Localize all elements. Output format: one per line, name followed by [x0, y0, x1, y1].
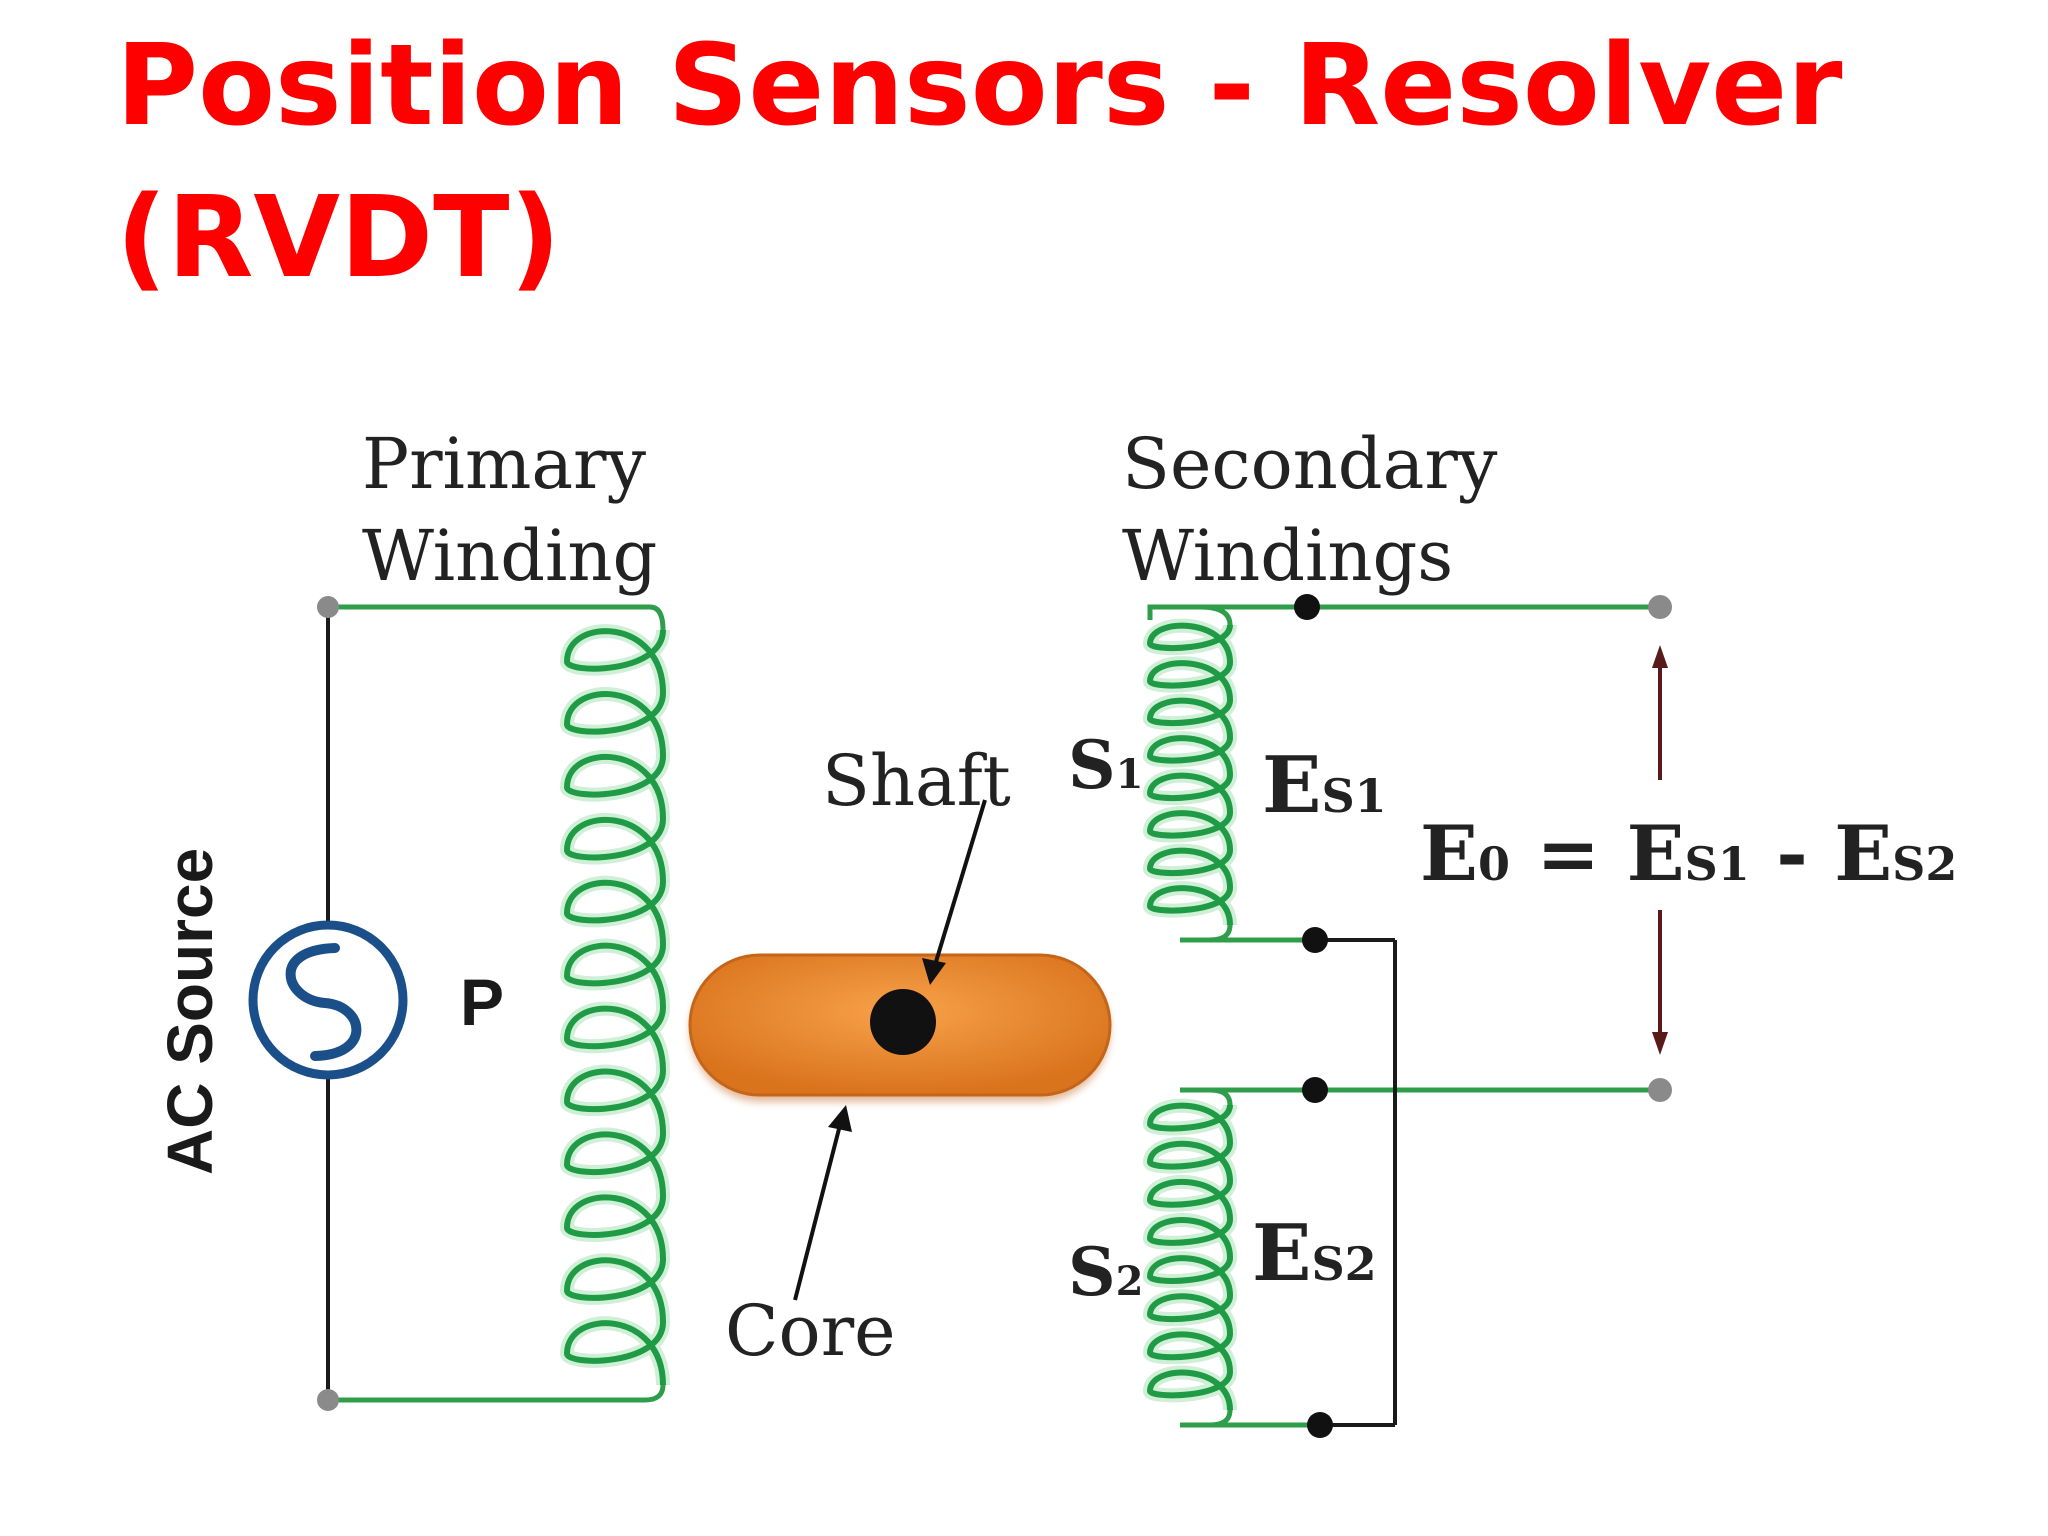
- primary-coil-lead-1: [328, 1384, 666, 1403]
- eq-es2: E: [1834, 809, 1892, 898]
- secondary-junction-dots: [1294, 594, 1333, 1438]
- eq-equals: =: [1510, 809, 1627, 898]
- title-line-2: (RVDT): [116, 173, 561, 303]
- primary-terminal-bottom: [317, 1389, 339, 1411]
- secondary-series-link: [1315, 938, 1397, 1427]
- eq-es1-sub: S1: [1685, 837, 1750, 891]
- es1-letter: E: [1262, 740, 1321, 831]
- secondary-circuit-wires: [1150, 604, 1660, 1428]
- primary-coil: [328, 604, 671, 1403]
- shaft-dot: [870, 989, 936, 1055]
- equation-background: [1410, 800, 1910, 910]
- secondary-coil-s2: [1142, 1087, 1238, 1428]
- primary-terminal-top: [317, 596, 339, 618]
- primary-coil-lead-0: [328, 604, 666, 631]
- secondary-coil-s2-turns: [1146, 1102, 1234, 1411]
- primary-symbol-p: P: [460, 965, 504, 1039]
- secondary-windings-label-1: Secondary: [1122, 423, 1498, 505]
- secondary-windings-label-2: Windings: [1122, 515, 1453, 597]
- es1-label: ES1: [1262, 740, 1387, 831]
- slide-title: Position Sensors - Resolver (RVDT): [116, 10, 1966, 314]
- output-voltage-arrow: [1652, 645, 1668, 1055]
- output-terminal-top: [1648, 595, 1672, 619]
- es2-label: ES2: [1252, 1208, 1377, 1299]
- core-arrow: [793, 1105, 852, 1301]
- eq-e0-sub: 0: [1478, 837, 1510, 891]
- s1-subscript: 1: [1116, 751, 1144, 798]
- primary-winding-label-2: Winding: [362, 515, 657, 597]
- s1-label: S1: [1068, 726, 1144, 804]
- primary-coil-turns: [563, 628, 667, 1386]
- output-terminal-bottom: [1648, 1078, 1672, 1102]
- output-equation: E0 = ES1 - ES2: [1420, 809, 1957, 898]
- ac-source-label: AC Source: [154, 848, 226, 1175]
- s2-letter: S: [1068, 1233, 1116, 1311]
- title-line-1: Position Sensors - Resolver: [116, 21, 1843, 151]
- s2-label: S2: [1068, 1233, 1144, 1311]
- es2-letter: E: [1252, 1208, 1311, 1299]
- primary-winding-label-1: Primary: [362, 423, 647, 505]
- s1-letter: S: [1068, 726, 1116, 804]
- shaft-arrow: [922, 799, 987, 985]
- eq-e0: E: [1420, 809, 1478, 898]
- secondary-coil-s1-turns: [1146, 622, 1234, 926]
- shaft-label: Shaft: [822, 740, 1011, 822]
- eq-es2-sub: S2: [1892, 837, 1957, 891]
- secondary-coil-s1: [1142, 604, 1238, 943]
- eq-minus: -: [1750, 809, 1834, 898]
- eq-es1: E: [1627, 809, 1685, 898]
- ac-source-icon: [248, 920, 408, 1080]
- s2-subscript: 2: [1116, 1258, 1144, 1305]
- es1-subscript: S1: [1321, 769, 1386, 823]
- core-label: Core: [725, 1290, 896, 1372]
- es2-subscript: S2: [1311, 1237, 1376, 1291]
